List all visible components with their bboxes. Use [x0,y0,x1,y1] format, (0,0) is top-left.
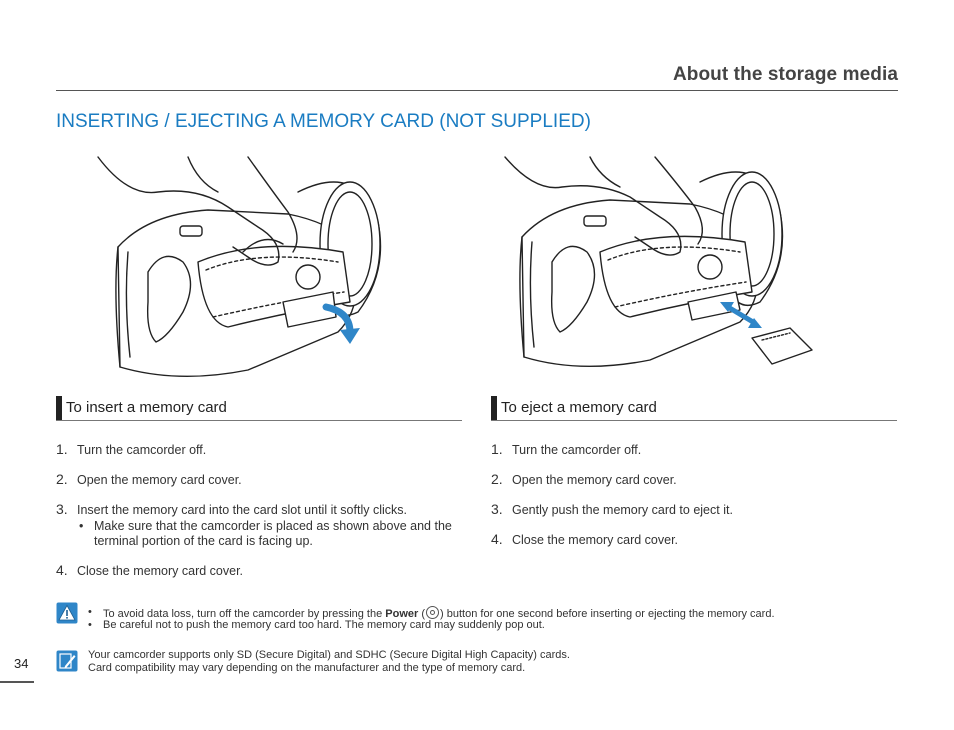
warning-line: • Be careful not to push the memory card… [88,619,908,632]
page-title: INSERTING / EJECTING A MEMORY CARD (NOT … [56,111,591,132]
list-item: 3. Insert the memory card into the card … [56,501,467,552]
step-number: 1. [56,441,68,457]
insert-subheading: To insert a memory card [56,396,462,422]
step-number: 2. [56,471,68,487]
eject-subheading: To eject a memory card [491,396,897,422]
list-item: 3. Gently push the memory card to eject … [491,501,901,520]
subheading-rule [56,420,462,421]
step-text: Close the memory card cover. [77,564,244,578]
step-text: Turn the camcorder off. [77,443,207,457]
step-text: Insert the memory card into the card slo… [77,503,407,517]
list-item: 2. Open the memory card cover. [491,471,901,490]
step-number: 4. [56,562,68,578]
step-note: • Make sure that the camcorder is placed… [77,519,467,551]
list-item: 2. Open the memory card cover. [56,471,466,490]
step-number: 1. [491,441,503,457]
insert-title: To insert a memory card [66,399,227,416]
subheading-rule [491,420,897,421]
step-number: 2. [491,471,503,487]
memo-icon [56,650,78,672]
list-item: 1. Turn the camcorder off. [56,441,466,460]
step-text: Open the memory card cover. [512,473,677,487]
step-text: Gently push the memory card to eject it. [512,503,733,517]
warning-text: To avoid data loss, turn off the camcord… [103,606,775,621]
warning-icon [56,602,78,624]
section-title: About the storage media [672,64,898,85]
list-item: 4. Close the memory card cover. [56,562,466,581]
warning-text-paren: ( [418,608,426,620]
memo-text: Card compatibility may vary depending on… [88,662,526,674]
step-number: 3. [491,501,503,517]
eject-steps-list: 1. Turn the camcorder off. 2. Open the m… [491,441,901,552]
step-number: 3. [56,501,68,517]
step-text: Turn the camcorder off. [512,443,642,457]
warning-text: Be careful not to push the memory card t… [103,619,545,631]
bullet-mark: • [79,519,84,533]
page-number-rule [0,681,34,683]
insert-steps-list: 1. Turn the camcorder off. 2. Open the m… [56,441,467,582]
page-number: 34 [14,656,29,671]
power-button-icon [426,606,440,619]
eject-title: To eject a memory card [501,399,657,416]
list-item: 4. Close the memory card cover. [491,531,901,550]
warning-line: • To avoid data loss, turn off the camco… [88,606,908,621]
warning-text-end: ) button for one second before inserting… [440,608,775,620]
step-text: Close the memory card cover. [512,533,679,547]
warning-text-start: To avoid data loss, turn off the camcord… [103,608,386,620]
step-number: 4. [491,531,503,547]
insert-card-illustration [97,156,382,377]
power-label: Power [385,608,419,620]
step-text: Open the memory card cover. [77,473,242,487]
subheading-marker [491,396,497,420]
bullet-mark: • [88,606,92,618]
warning-notes: • To avoid data loss, turn off the camco… [88,606,908,632]
memo-text: Your camcorder supports only SD (Secure … [88,649,570,661]
header-rule [56,90,898,91]
bullet-mark: • [88,619,92,631]
subheading-marker [56,396,62,420]
step-note-text: Make sure that the camcorder is placed a… [94,519,452,548]
list-item: 1. Turn the camcorder off. [491,441,901,460]
memo-notes: Your camcorder supports only SD (Secure … [88,649,908,675]
eject-card-illustration [504,156,813,367]
